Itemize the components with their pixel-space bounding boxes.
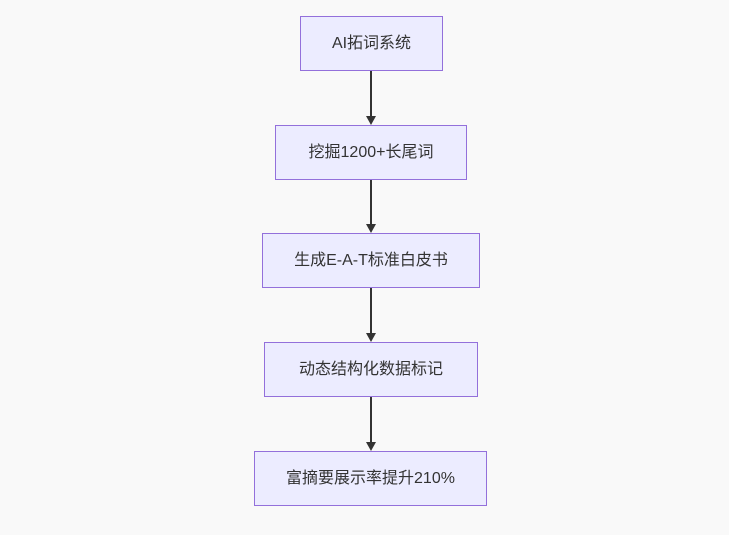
node-label: AI拓词系统: [331, 34, 412, 52]
flowchart-edge-3: [366, 288, 376, 342]
flowchart-node-ai-keyword-system: AI拓词系统: [300, 16, 443, 71]
arrow-head-icon: [366, 333, 376, 342]
arrow-head-icon: [366, 442, 376, 451]
arrow-line: [370, 288, 372, 334]
flowchart-node-longtail-mining: 挖掘1200+长尾词: [275, 125, 467, 180]
flowchart-edge-4: [366, 397, 376, 451]
arrow-line: [370, 71, 372, 117]
arrow-line: [370, 180, 372, 225]
flowchart-node-eat-whitepaper: 生成E-A-T标准白皮书: [262, 233, 480, 288]
flowchart-node-structured-data-markup: 动态结构化数据标记: [264, 342, 478, 397]
node-label: 动态结构化数据标记: [298, 360, 443, 378]
arrow-line: [370, 397, 372, 443]
arrow-head-icon: [366, 224, 376, 233]
flowchart-node-rich-snippet-result: 富摘要展示率提升210%: [254, 451, 487, 506]
flowchart-edge-2: [366, 180, 376, 233]
arrow-head-icon: [366, 116, 376, 125]
node-label: 挖掘1200+长尾词: [308, 143, 434, 161]
flowchart-edge-1: [366, 71, 376, 125]
node-label: 富摘要展示率提升210%: [286, 469, 455, 487]
node-label: 生成E-A-T标准白皮书: [294, 251, 448, 269]
